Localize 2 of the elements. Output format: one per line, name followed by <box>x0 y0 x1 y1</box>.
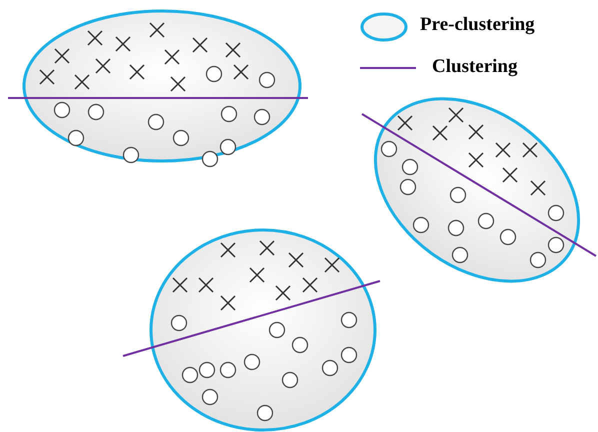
legend-label: Clustering <box>432 57 518 76</box>
legend-label: Pre-clustering <box>420 15 535 34</box>
